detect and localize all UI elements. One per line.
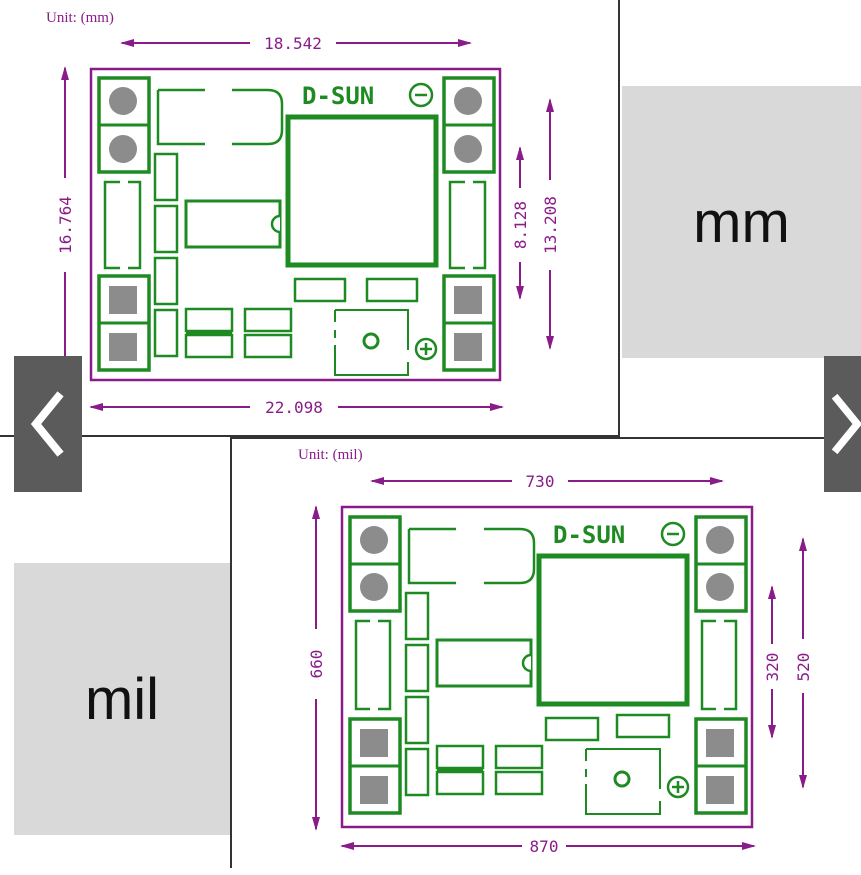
dimension-left-height: 660 (307, 650, 326, 679)
dimension-right-inner-height: 8.128 (511, 201, 530, 249)
unit-label-box-mil: mil (14, 563, 230, 835)
capacitor-outline (103, 180, 142, 270)
board-outline (340, 505, 754, 829)
inductor-outline (536, 553, 690, 707)
connector-outline (334, 309, 409, 376)
capacitor-outline (448, 180, 487, 270)
carousel-prev-button[interactable] (14, 356, 82, 492)
unit-label-mm: mm (693, 189, 790, 255)
pcb-diagram-mm: Unit: (mm) 18.542 16.764 22.098 8.128 13… (46, 10, 560, 417)
terminal-right-top (694, 515, 748, 613)
inductor-outline (285, 114, 439, 268)
board-outline (89, 67, 502, 382)
minus-icon (660, 521, 686, 547)
brand-label: D-SUN (302, 82, 374, 110)
diagram-mil-panel: Unit: (mil) 730 660 870 320 520 (230, 437, 861, 868)
connector-outline (585, 748, 661, 815)
chevron-left-icon (30, 391, 64, 457)
dimension-right-outer-height: 13.208 (541, 196, 560, 254)
terminal-left-top (348, 515, 402, 613)
terminal-right-bottom (694, 717, 748, 815)
small-components (184, 277, 419, 359)
terminal-left-bottom (348, 717, 402, 815)
dimension-right-outer-height: 520 (794, 653, 813, 682)
unit-label-mil: mil (84, 666, 160, 732)
brand-label: D-SUN (553, 521, 625, 549)
carousel-next-button[interactable] (824, 356, 861, 492)
unit-label-box-mm: mm (622, 86, 861, 358)
terminal-right-bottom (442, 274, 496, 372)
diagram-mm-panel: Unit: (mm) 18.542 16.764 22.098 8.128 13… (0, 0, 620, 437)
capacitor-outline (700, 619, 738, 711)
unit-label: Unit: (mil) (298, 447, 363, 463)
terminal-left-top (97, 76, 151, 174)
plus-icon (414, 337, 438, 361)
ic-chip (184, 199, 282, 249)
hole (613, 770, 631, 788)
diode-outline (407, 527, 536, 585)
dimension-right-inner-height: 320 (763, 653, 782, 682)
small-components (435, 713, 671, 796)
dimension-top-width: 730 (526, 472, 555, 491)
plus-icon (666, 775, 690, 799)
chevron-right-icon (831, 393, 861, 455)
terminal-left-bottom (97, 274, 151, 372)
dimension-bottom-width: 22.098 (265, 398, 323, 417)
resistor-column (404, 591, 430, 797)
terminal-right-top (442, 76, 496, 174)
unit-label: Unit: (mm) (46, 10, 114, 26)
pcb-diagram-mil: Unit: (mil) 730 660 870 320 520 (298, 447, 813, 856)
dimension-top-width: 18.542 (264, 34, 322, 53)
capacitor-outline (354, 619, 392, 711)
minus-icon (408, 82, 434, 108)
hole (362, 332, 380, 350)
ic-chip (435, 638, 533, 688)
dimension-left-height: 16.764 (56, 196, 75, 254)
dimension-bottom-width: 870 (530, 837, 559, 856)
diode-outline (156, 88, 284, 146)
resistor-column (153, 152, 179, 358)
